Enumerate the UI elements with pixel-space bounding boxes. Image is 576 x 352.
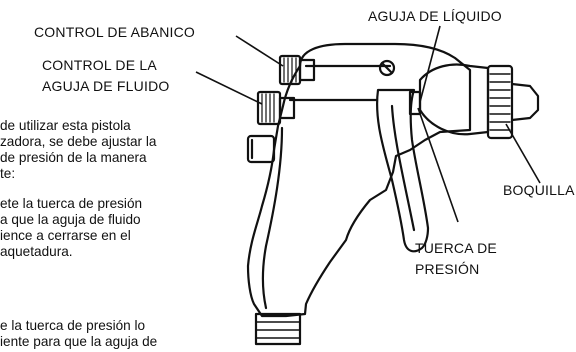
label-tuerca-line2: PRESIÓN <box>415 261 480 277</box>
label-aguja-liquido: AGUJA DE LÍQUIDO <box>368 8 502 24</box>
fluid-needle-stem <box>278 96 296 120</box>
label-control-abanico: CONTROL DE ABANICO <box>34 24 195 40</box>
trigger <box>376 88 430 253</box>
leader-tuerca <box>417 107 459 223</box>
label-control-aguja-line2: AGUJA DE FLUIDO <box>42 78 170 94</box>
air-inlet <box>254 312 302 346</box>
label-tuerca-line1: TUERCA DE <box>415 240 497 256</box>
nozzle-tip <box>510 82 540 122</box>
label-boquilla: BOQUILLA <box>503 182 575 198</box>
instruction-line: de presión de la manera <box>0 150 147 165</box>
air-valve <box>246 134 276 164</box>
pivot-screw-slot <box>380 61 394 75</box>
leader-aguja-liquido <box>419 25 441 103</box>
fan-control-stem <box>298 58 316 82</box>
instruction-line: de utilizar esta pistola <box>0 118 131 133</box>
instruction-line: ience a cerrarse en el <box>0 228 131 243</box>
leader-boquilla <box>505 123 541 184</box>
instruction-line: te: <box>0 166 16 181</box>
instruction-line: zadora, se debe ajustar la <box>0 134 157 149</box>
pivot-screw <box>378 59 396 77</box>
fluid-housing <box>418 63 490 136</box>
label-control-aguja-line1: CONTROL DE LA <box>42 57 157 73</box>
trigger-inner <box>390 104 416 232</box>
leader-control-aguja <box>195 71 263 105</box>
fluid-needle-knob <box>256 90 282 126</box>
instruction-line: aquetadura. <box>0 244 73 259</box>
handle-contour <box>261 126 284 310</box>
instruction-line: e la tuerca de presión lo <box>0 318 146 333</box>
nozzle-ring <box>486 64 514 140</box>
gun-body <box>246 42 472 318</box>
packing-nut <box>408 90 422 116</box>
leader-control-abanico <box>235 35 284 67</box>
instruction-line: iente para que la aguja de <box>0 334 158 349</box>
instruction-line: a que la aguja de fluido <box>0 212 141 227</box>
instruction-line: ete la tuerca de presión <box>0 196 143 211</box>
